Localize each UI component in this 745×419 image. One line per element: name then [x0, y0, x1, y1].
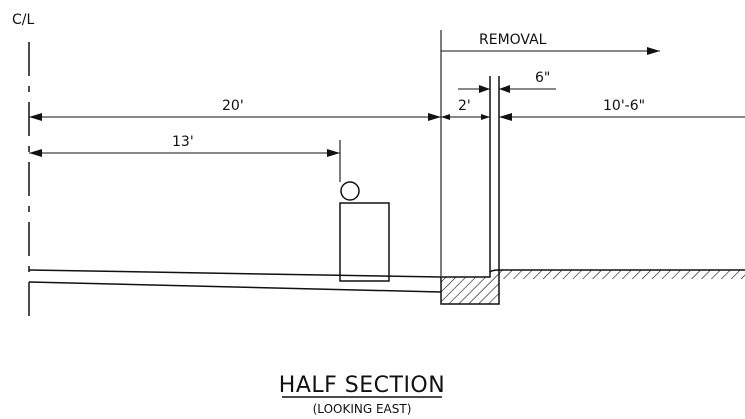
- pavement-bottom-line: [28, 281, 442, 293]
- dim-13-label: 13': [172, 134, 194, 150]
- dim-6in-arrow-left: [479, 85, 490, 93]
- pavement-top-line: [28, 269, 442, 278]
- dim-20-label: 20': [222, 98, 244, 114]
- dim-6in-label: 6": [535, 70, 550, 86]
- dim-10-6-arrow-left: [499, 113, 512, 121]
- removal-arrowhead: [647, 47, 660, 55]
- dim-2-arrow-left: [441, 114, 450, 120]
- dim-10-6-label: 10'-6": [603, 98, 645, 114]
- dim-20-arrow-left: [29, 113, 42, 121]
- dim-2-label: 2': [458, 98, 471, 114]
- section-subtitle: (LOOKING EAST): [313, 402, 412, 416]
- person-body-symbol: [339, 202, 390, 282]
- removal-label: REMOVAL: [479, 32, 547, 48]
- dim-20-arrow-right: [428, 113, 441, 121]
- curb-block: [440, 269, 500, 305]
- centerline-label: C/L: [12, 12, 34, 28]
- dim-6in-arrow-right: [499, 85, 510, 93]
- right-pavement-hatched: [499, 270, 745, 279]
- person-head-symbol: [340, 181, 360, 201]
- dim-13-arrow-left: [29, 149, 42, 157]
- dim-13-arrow-right: [327, 149, 340, 157]
- section-title: HALF SECTION: [279, 373, 445, 398]
- dim-2-arrow-right: [481, 114, 490, 120]
